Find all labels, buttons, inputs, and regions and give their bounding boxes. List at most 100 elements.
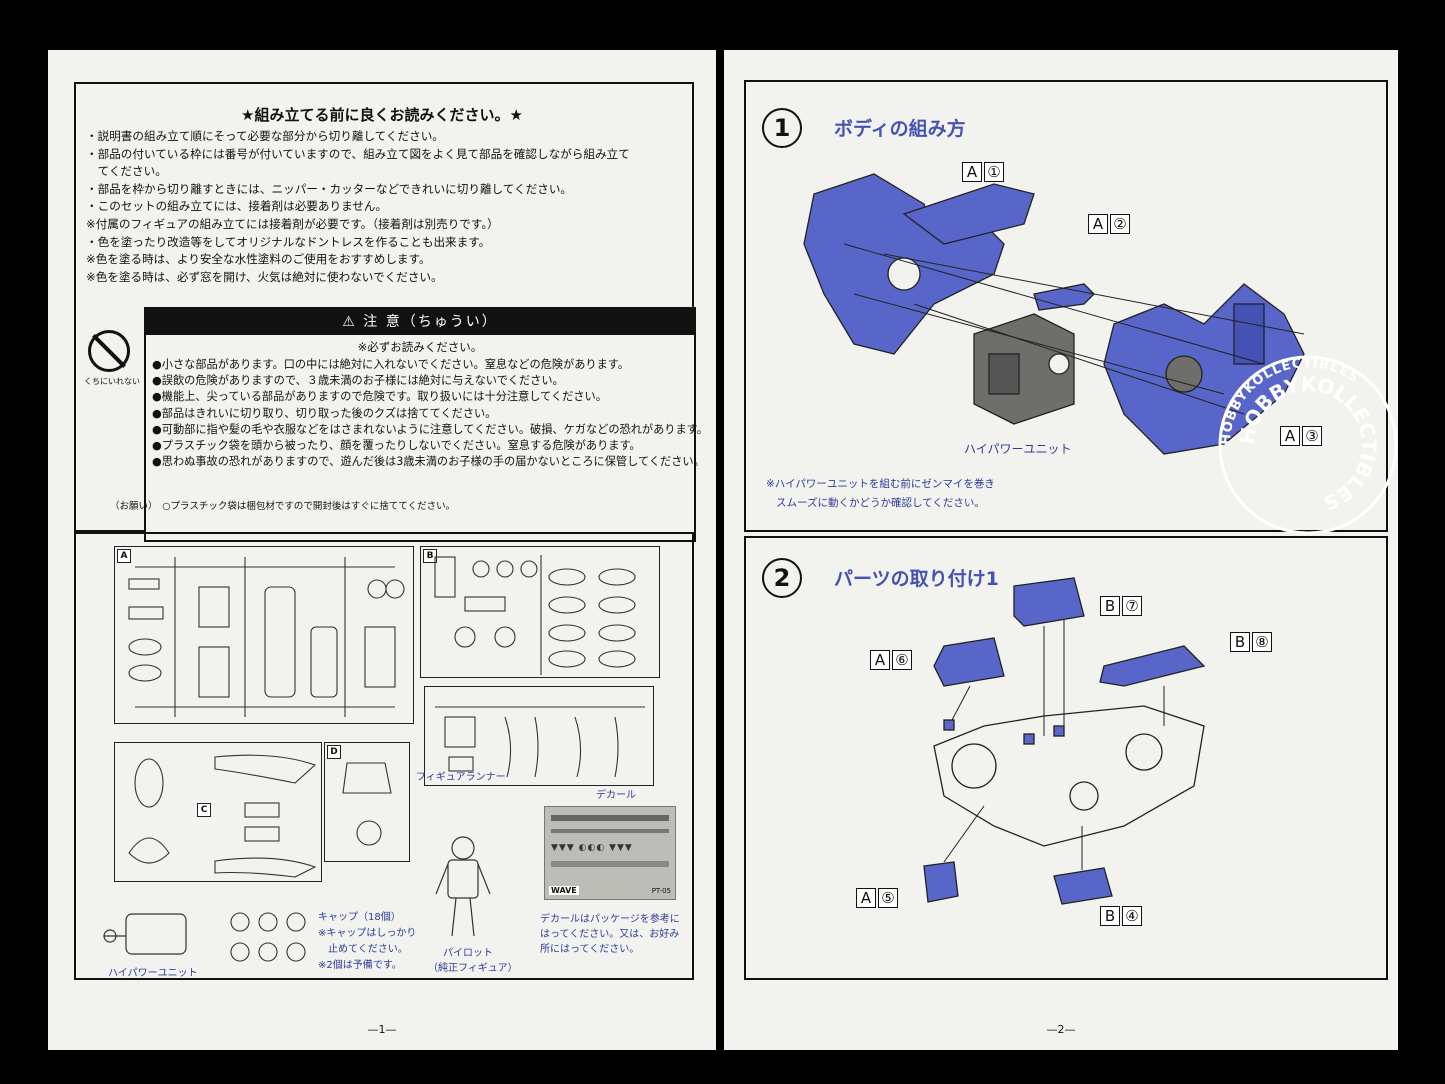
decal-note: デカールはパッケージを参考に はってください。又は、お好み 所にはってください。 [540,912,680,957]
caps-caption-line: ※キャップはしっかり [318,928,417,939]
decal-code: PT-05 [651,887,671,895]
figure-runner-caption: フィギュアランナー [416,772,506,783]
caution-subtitle: ※必ずお読みください。 [357,340,483,354]
part-label-letter: B [1100,596,1120,616]
runner-a: A [114,546,414,724]
runner-c-parts [128,754,317,878]
caps-caption-line: 止めてください。 [318,944,408,955]
caution-item: ●機能上、尖っている部品がありますので危険です。取り扱いには十分注意してください… [152,390,607,404]
runner-d: D [324,742,410,862]
unit-caption: ハイパワーユニット [108,968,198,979]
part-label-letter: B [1100,906,1120,926]
runner-d-parts [342,762,392,846]
watermark-stamp: HOBBYKOLLECTIBLES HOBBYKOLLECTIBLES [1218,355,1398,535]
instruction-line: ・色を塗ったり改造等をしてオリジナルなドントレスを作ることも出来ます。 [86,234,491,249]
runner-c: C [114,742,322,882]
instruction-line: ・このセットの組み立てには、接着剤は必要ありません。 [86,199,388,214]
caps-drawing [230,912,306,962]
step-1-note-line: ※ハイパワーユニットを組む前にゼンマイを巻き [766,478,995,490]
runner-label: C [197,803,211,817]
pilot-caption-line: （純正フィギュア） [428,963,518,974]
part-label-letter: A [1088,214,1108,234]
figure-runner [424,686,654,786]
step-1-box [744,80,1388,532]
caution-item: ●小さな部品があります。口の中には絶対に入れないでください。窒息などの危険があり… [152,358,630,371]
part-label-number: ⑧ [1252,632,1272,652]
part-label-letter: A [1280,426,1300,446]
figure-runner-parts [435,706,645,778]
step-2-diagram [923,577,1206,905]
no-mouth-icon-caption: くちにいれない [84,377,140,386]
runner-label: B [423,549,437,563]
left-page: ★組み立てる前に良くお読みください。★ ・説明書の組み立て順にそって必要な部分か… [48,50,716,1050]
caution-title: 注 意（ちゅうい） [363,314,498,330]
step-number: 2 [762,558,802,598]
instruction-line: ※付属のフィギュアの組み立てには接着剤が必要です。（接着剤は別売りです。） [86,216,499,231]
watermark-text: HOBBYKOLLECTIBLES [1235,372,1381,515]
caution-title-bar: ⚠ 注 意（ちゅうい） [146,309,694,335]
caution-box: ⚠ 注 意（ちゅうい） ※必ずお読みください。 ●小さな部品があります。口の中に… [144,307,708,542]
parts-list-box [74,532,694,980]
step-1-diagram [803,173,1305,455]
part-label-letter: A [962,162,982,182]
warning-icon: ⚠ [342,314,364,330]
page-number: —2— [1046,1023,1076,1036]
decal-stripe [551,861,669,867]
caution-item: ●思わぬ事故の恐れがありますので、遊んだ後は3歳未満のお子様の手の届かないところ… [152,455,705,469]
step-title: パーツの取り付け1 [834,568,999,590]
part-label-number: ⑥ [892,650,912,670]
instruction-line: ※色を塗る時は、必ず窓を開け、火気は絶対に使わないでください。 [86,269,443,284]
caps-caption-line: キャップ（18個） [318,912,401,923]
instruction-line: てください。 [86,164,167,179]
pilot-caption: パイロット （純正フィギュア） [428,946,518,976]
caps-caption-line: ※2個は予備です。 [318,960,402,971]
step-title: ボディの組み方 [834,118,966,140]
caution-item: ●誤飲の危険がありますので、３歳未満のお子様には絶対に与えないでください。 [152,374,564,388]
decal-brand: WAVE [549,886,579,895]
instructions-list: ・説明書の組み立て順にそって必要な部分から切り離してください。 ・部品の付いてい… [86,128,686,286]
part-label-letter: A [856,888,876,908]
instruction-line: ※色を塗る時は、より安全な水性塗料のご使用をおすすめします。 [86,252,431,267]
unit-label: ハイパワーユニット [964,442,1072,456]
part-label-letter: A [870,650,890,670]
hyper-power-unit-drawing [103,913,187,955]
instruction-line: ・部品の付いている枠には番号が付いていますので、組み立て図をよく見て部品を確認し… [86,146,630,161]
step-1-note: ※ハイパワーユニットを組む前にゼンマイを巻き スムーズに動くかどうか確認してくだ… [766,475,995,513]
caps-caption: キャップ（18個） ※キャップはしっかり 止めてください。 ※2個は予備です。 [318,910,416,974]
svg-text:HOBBYKOLLECTIBLES: HOBBYKOLLECTIBLES [1235,372,1381,515]
step-number: 1 [762,108,802,148]
runner-a-parts [128,557,405,717]
part-label-letter: B [1230,632,1250,652]
instructions-heading: ★組み立てる前に良くお読みください。★ [241,106,523,124]
decal-marks: ▼▼▼ ◐◐◐ ▼▼▼ [551,843,633,853]
part-label-number: ② [1110,214,1130,234]
step-1-note-line: スムーズに動くかどうか確認してください。 [776,497,985,509]
caution-item: ●部品はきれいに切り取り、切り取った後のクズは捨ててください。 [152,406,497,420]
runner-b-parts [434,555,636,675]
part-label-number: ⑦ [1122,596,1142,616]
runner-label: D [327,745,341,759]
runner-label: A [117,549,131,563]
part-label-number: ⑤ [878,888,898,908]
decal-stripe [551,815,669,821]
decal-note-line: デカールはパッケージを参考に [540,914,680,925]
runner-b: B [420,546,660,678]
step-2-box [744,536,1388,980]
decal-stripe [551,829,669,833]
pilot-caption-line: パイロット [443,948,493,959]
part-label-number: ① [984,162,1004,182]
instruction-line: ・部品を枠から切り離すときには、ニッパー・カッターなどできれいに切り離してくださ… [86,181,573,196]
decal-sheet: ▼▼▼ ◐◐◐ ▼▼▼ WAVE PT-05 [544,806,676,900]
caution-item: ●プラスチック袋を頭から被ったり、顔を覆ったりしないでください。窒息する危険があ… [152,439,641,453]
decal-note-line: 所にはってください。 [540,944,640,955]
part-label-number: ③ [1302,426,1322,446]
no-mouth-icon [88,330,130,372]
